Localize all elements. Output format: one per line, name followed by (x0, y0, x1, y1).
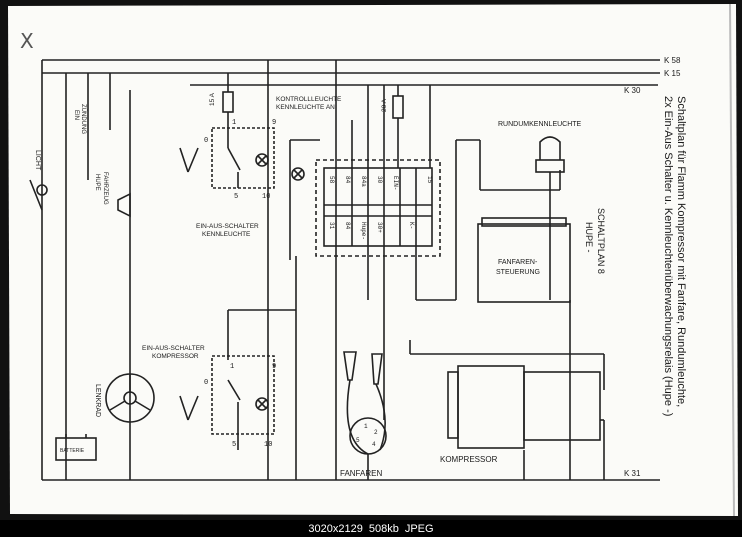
image-dimensions: 3020x2129 (308, 522, 363, 535)
diagram-title-line2: 2x Ein-Aus Schalter u. Kennleuchtenüberw… (662, 96, 674, 416)
fanfaren-steuerung-label-2: STEUERUNG (496, 269, 540, 276)
diagram-title-line1: Schaltplan für Flamm Kompressor mit Fanf… (675, 96, 687, 407)
fanfaren-label: FANFAREN (340, 469, 382, 478)
relay-bottom-pin-4: K- (408, 222, 415, 229)
fanfaren-steuerung-label-1: FANFAREN- (498, 259, 538, 266)
switch1-label-1: EIN-AUS-SCHALTER (196, 223, 259, 230)
kontroll-label-2: KENNLEUCHTE AN (276, 104, 335, 111)
s2-pin-5: 5 (232, 441, 236, 449)
zuendung-label-2: EIN (73, 110, 79, 120)
image-format: JPEG (404, 522, 434, 535)
kontroll-label-1: KONTROLLLEUCHTE (276, 96, 342, 103)
image-filesize: 508kb (368, 522, 399, 535)
relay-bottom-pin-3: 30+ (376, 222, 383, 233)
rail-label-k15: K 15 (664, 69, 681, 78)
plan-label: SCHALTPLAN 8 (596, 208, 606, 274)
fuse2-label: 20 A (381, 98, 388, 112)
hupe-label-1: FAHRZEUG (102, 172, 108, 205)
hupe-label-2: HUPE (94, 174, 100, 191)
relay-top-pin-0: 58 (328, 176, 335, 184)
fuse1-label: 15 A (209, 92, 216, 106)
s2-pin-0: 0 (204, 379, 208, 387)
s1-pin-1: 1 (232, 119, 236, 127)
s2-pin-1: 1 (230, 363, 234, 371)
rail-label-k58: K 58 (664, 56, 681, 65)
switch2-label-1: EIN-AUS-SCHALTER (142, 345, 205, 352)
relay-top-pins: 58 84 84a 30 EIN- 15 (328, 176, 433, 190)
kompressor-label: KOMPRESSOR (440, 455, 498, 464)
licht-label: LICHT (34, 150, 41, 171)
s2-pin-9: 9 (272, 363, 276, 371)
relay-top-pin-3: 30 (376, 176, 383, 184)
relay-bottom-pin-0: 31 (328, 222, 335, 230)
image-info-bar: 3020x2129 508kb JPEG (0, 520, 742, 537)
lenkrad-label: LENKRAD (94, 384, 101, 417)
plan-sub: HUPE - (584, 222, 594, 253)
s1-pin-5: 5 (234, 193, 238, 201)
relay-top-pin-1: 84 (344, 176, 351, 184)
s1-pin-0: 0 (204, 137, 208, 145)
switch1-label-2: KENNLEUCHTE (202, 231, 251, 238)
s1-pin-10: 10 (262, 193, 270, 201)
relay-top-pin-2: 84a (360, 176, 367, 187)
paper-sheet (8, 4, 738, 516)
relay-top-pin-5: 15 (426, 176, 433, 184)
batterie-label: BATTERIE (60, 448, 85, 454)
s1-pin-9: 9 (272, 119, 276, 127)
horn-pin-4: 4 (372, 441, 376, 448)
horn-pin-5: 5 (356, 437, 360, 444)
relay-top-pin-4: EIN- (392, 176, 399, 190)
relay-bottom-pin-2: Hupe- (360, 222, 367, 240)
horn-pin-1: 1 (364, 423, 368, 430)
rail-label-k30: K 30 (624, 86, 641, 95)
wiring-diagram-scan: K 58 K 15 K 30 K 31 Schaltplan für Flamm… (0, 0, 742, 520)
rundum-label: RUNDUMKENNLEUCHTE (498, 121, 582, 128)
handwritten-mark: X (20, 29, 34, 53)
rail-label-k31: K 31 (624, 469, 641, 478)
relay-bottom-pin-1: 84 (344, 222, 351, 230)
zuendung-label-1: ZÜNDUNG (80, 104, 87, 134)
horn-pin-2: 2 (374, 429, 378, 436)
switch2-label-2: KOMPRESSOR (152, 353, 199, 360)
relay-bottom-pins: 31 84 Hupe- 30+ K- (328, 222, 415, 240)
s2-pin-10: 10 (264, 441, 272, 449)
